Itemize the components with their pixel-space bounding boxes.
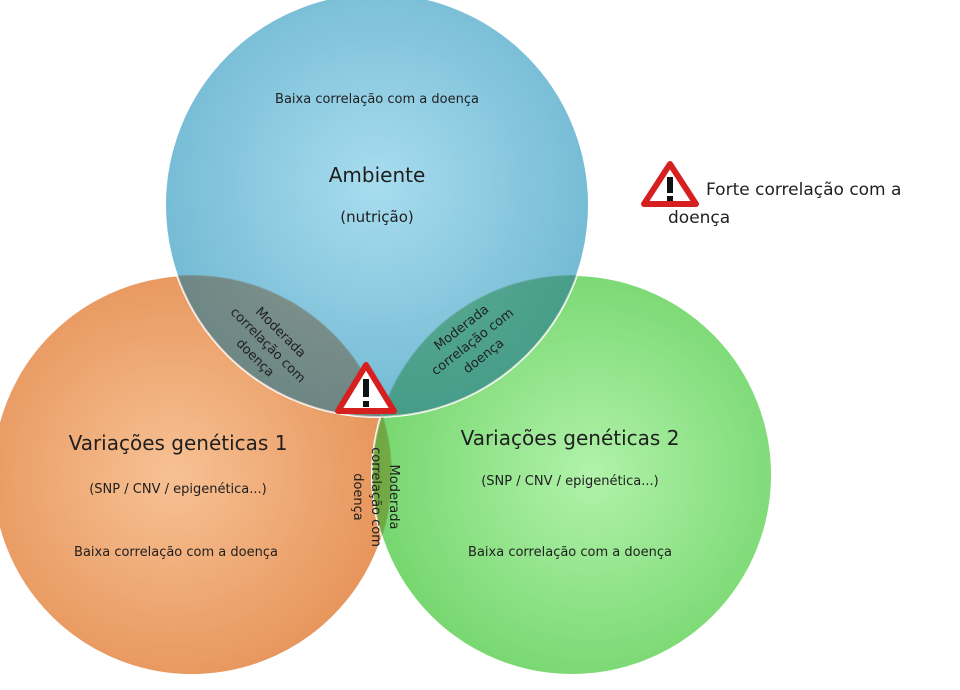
overlap-shading <box>165 275 589 675</box>
legend-text-line2: doença <box>668 208 731 228</box>
overlap-gen1-gen2-label: Moderada correlação com doença <box>350 447 401 547</box>
environment-title: Ambiente <box>329 163 426 187</box>
overlap-gen1-gen2-line2: correlação com <box>368 447 383 547</box>
genetic2-note: Baixa correlação com a doença <box>468 545 672 560</box>
legend-warning-triangle-icon <box>641 161 699 207</box>
genetic1-note: Baixa correlação com a doença <box>74 545 278 560</box>
overlap-gen1-gen2-line3: doença <box>350 473 365 521</box>
center-warning-triangle-icon <box>335 362 397 414</box>
genetic1-subtitle: (SNP / CNV / epigenética...) <box>89 482 267 497</box>
environment-note: Baixa correlação com a doença <box>275 92 479 107</box>
circle-environment <box>164 0 590 418</box>
legend-text-line1: Forte correlação com a <box>706 180 902 200</box>
overlap-gen1-gen2-line1: Moderada <box>386 465 401 530</box>
environment-subtitle: (nutrição) <box>340 208 414 226</box>
genetic1-title: Variações genéticas 1 <box>69 431 288 455</box>
genetic2-subtitle: (SNP / CNV / epigenética...) <box>481 474 659 489</box>
genetic2-title: Variações genéticas 2 <box>461 426 680 450</box>
